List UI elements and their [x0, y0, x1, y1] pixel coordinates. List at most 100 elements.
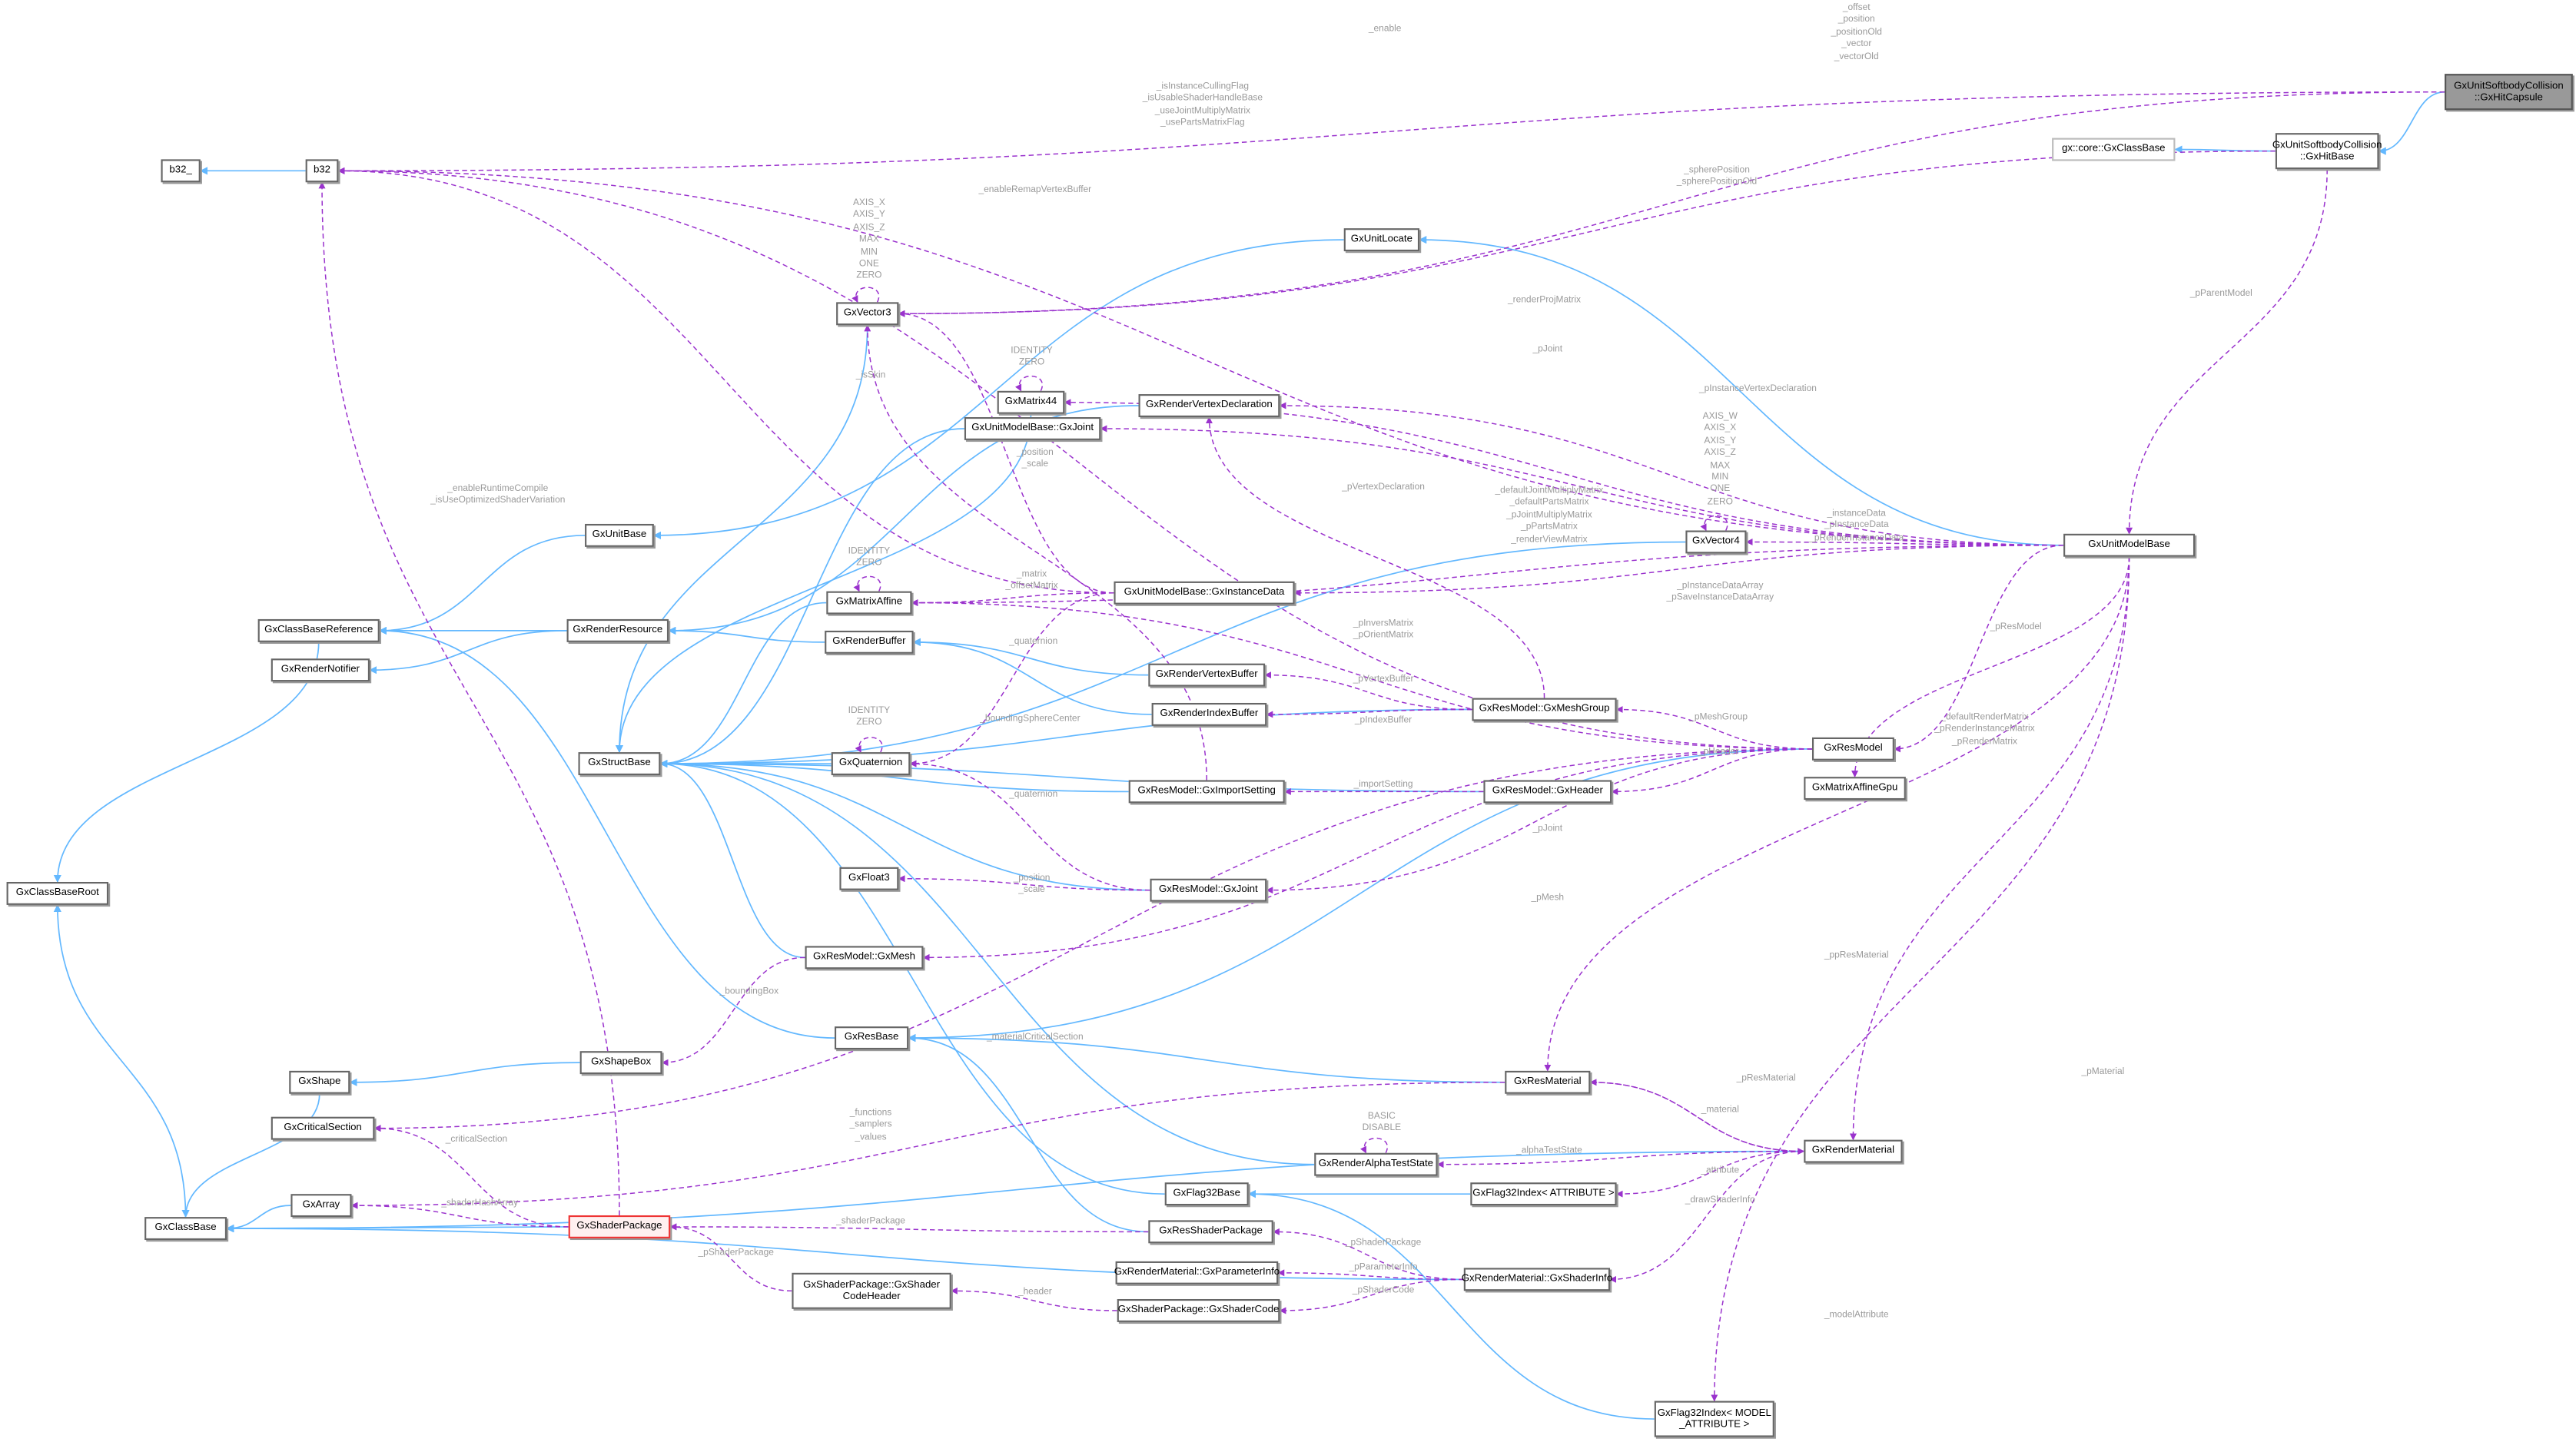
edge-label: _pJoint [1532, 344, 1563, 355]
inheritance-edge [659, 759, 1150, 891]
class-node-vector4[interactable]: GxVector4 [1685, 530, 1747, 554]
inheritance-edge [378, 626, 835, 1039]
edge-label: AXIS_X AXIS_Y AXIS_Z MAX MIN ONE ZERO [852, 198, 885, 282]
inheritance-edge [908, 748, 1812, 1043]
edge-label: _importSetting [1353, 780, 1413, 791]
class-node-class-base-ref[interactable]: GxClassBaseReference [257, 618, 380, 642]
usage-edge [1272, 1228, 1464, 1281]
class-node-matrix44[interactable]: GxMatrix44 [997, 390, 1065, 414]
inheritance-edge [652, 239, 1344, 540]
class-node-hit-capsule[interactable]: GxUnitSoftbodyCollision ::GxHitCapsule [2445, 74, 2573, 111]
class-node-float3[interactable]: GxFloat3 [839, 867, 899, 890]
class-node-quaternion[interactable]: GxQuaternion [831, 752, 911, 776]
class-node-res-base[interactable]: GxResBase [835, 1026, 909, 1050]
class-node-vertex-decl[interactable]: GxRenderVertexDeclaration [1138, 394, 1280, 418]
usage-edge [1611, 748, 1812, 795]
class-node-render-notifier[interactable]: GxRenderNotifier [271, 658, 370, 682]
edge-label: _pMeshGroup [1689, 712, 1748, 723]
class-node-index-buffer[interactable]: GxRenderIndexBuffer [1151, 702, 1267, 726]
class-node-flag32-base[interactable]: GxFlag32Base [1164, 1182, 1249, 1206]
usage-edge [911, 592, 1114, 607]
class-node-struct-base[interactable]: GxStructBase [578, 752, 661, 776]
inheritance-edge [181, 1093, 320, 1218]
class-node-core-class-base[interactable]: gx::core::GxClassBase [2052, 138, 2176, 161]
usage-edge [1279, 402, 2064, 546]
usage-edge [1544, 556, 2130, 1072]
edge-label: _pResMaterial [1736, 1074, 1796, 1084]
edge-label: IDENTITY ZERO [848, 706, 891, 728]
class-node-alpha-test[interactable]: GxRenderAlphaTestState [1314, 1152, 1438, 1176]
class-node-header[interactable]: GxResModel::GxHeader [1483, 780, 1612, 804]
class-node-b32[interactable]: b32_ [161, 159, 201, 183]
edge-label: IDENTITY ZERO [1011, 346, 1053, 369]
class-node-shader-info[interactable]: GxRenderMaterial::GxShaderInfo [1462, 1268, 1612, 1291]
inheritance-edge [659, 541, 1686, 768]
usage-edge [1609, 1150, 1804, 1283]
class-node-res-shader-package[interactable]: GxResShaderPackage [1148, 1220, 1273, 1244]
class-node-res-material[interactable]: GxResMaterial [1505, 1070, 1591, 1094]
class-node-render-material[interactable]: GxRenderMaterial [1804, 1139, 1903, 1163]
usage-edge [1436, 1150, 1804, 1169]
class-node-render-buffer[interactable]: GxRenderBuffer [825, 630, 914, 654]
edge-label: _defaultRenderMatrix _pRenderInstanceMat… [1934, 712, 2035, 748]
inheritance-edge [908, 1033, 1149, 1233]
class-node-parameter-info[interactable]: GxRenderMaterial::GxParameterInfo [1114, 1261, 1280, 1285]
class-node-vertex-buffer[interactable]: GxRenderVertexBuffer [1148, 663, 1266, 687]
usage-edge [337, 167, 2064, 546]
inheritance-edge [659, 759, 1129, 793]
class-node-hit-base[interactable]: GxUnitSoftbodyCollision ::GxHitBase [2272, 133, 2382, 170]
edge-label: _ppResMaterial [1824, 950, 1889, 961]
class-node-unit-model-base[interactable]: GxUnitModelBase [2063, 533, 2196, 557]
class-node-class-base[interactable]: GxClassBase [144, 1217, 227, 1241]
class-node-critical-section[interactable]: GxCriticalSection [271, 1116, 375, 1140]
class-node-unit-locate[interactable]: GxUnitLocate [1343, 228, 1420, 252]
class-node-shape-box[interactable]: GxShapeBox [579, 1051, 662, 1075]
class-node-matrix-affine-gpu[interactable]: GxMatrixAffineGpu [1804, 777, 1906, 801]
edge-label: _position _scale [1013, 873, 1051, 896]
class-node-b32[interactable]: b32 [305, 159, 339, 183]
class-node-mesh-group[interactable]: GxResModel::GxMeshGroup [1472, 698, 1617, 721]
usage-edge [909, 760, 1150, 891]
class-node-import-setting[interactable]: GxResModel::GxImportSetting [1128, 780, 1285, 804]
inheritance-edge [1419, 235, 2064, 546]
edge-label: _pVertexBuffer [1353, 675, 1414, 685]
edge-label: _pMesh [1531, 893, 1565, 903]
usage-edge [853, 575, 881, 592]
usage-edge [337, 91, 2445, 174]
class-node-shape[interactable]: GxShape [289, 1070, 350, 1094]
edge-label: _modelAttribute [1824, 1310, 1889, 1321]
edge-label: _defaultJointMultiplyMatrix _defaultPart… [1495, 486, 1604, 545]
inheritance-edge [912, 638, 1152, 715]
edge-label: _pVertexDeclaration [1342, 482, 1425, 493]
inheritance-edge [659, 759, 1165, 1195]
edge-label: _drawShaderInfo [1685, 1195, 1755, 1206]
usage-edge [373, 1125, 569, 1228]
usage-edge [1266, 748, 1812, 894]
class-node-res-mesh[interactable]: GxResModel::GxMesh [805, 946, 924, 970]
edge-label: _functions _samplers _values [849, 1109, 892, 1143]
inheritance-edge [349, 1062, 580, 1086]
class-node-flag32-attr[interactable]: GxFlag32Index< ATTRIBUTE > [1470, 1182, 1617, 1206]
edge-label: _materialCriticalSection [986, 1033, 1084, 1043]
inheritance-edge [378, 535, 586, 635]
class-node-shader-code[interactable]: GxShaderPackage::GxShaderCode [1117, 1298, 1280, 1322]
usage-edge [1266, 708, 1472, 718]
class-node-array[interactable]: GxArray [290, 1194, 352, 1218]
class-node-class-base-root[interactable]: GxClassBaseRoot [6, 881, 109, 905]
inheritance-edge [668, 626, 825, 643]
class-node-render-resource[interactable]: GxRenderResource [566, 618, 669, 642]
class-node-res-joint[interactable]: GxResModel::GxJoint [1150, 878, 1267, 902]
class-node-matrix-affine[interactable]: GxMatrixAffine [826, 591, 912, 615]
edge-label: _pShaderPackage [1345, 1238, 1422, 1248]
class-node-instance-data[interactable]: GxUnitModelBase::GxInstanceData [1114, 581, 1295, 605]
class-node-res-model[interactable]: GxResModel [1811, 737, 1894, 761]
class-node-unit-base[interactable]: GxUnitBase [585, 523, 654, 547]
class-node-vector3[interactable]: GxVector3 [836, 302, 899, 326]
class-node-shader-package[interactable]: GxShaderPackage [568, 1215, 671, 1238]
usage-edge [669, 1223, 792, 1292]
class-node-shader-code-header[interactable]: GxShaderPackage::GxShader CodeHeader [792, 1272, 951, 1309]
class-node-flag32-model[interactable]: GxFlag32Index< MODEL _ATTRIBUTE > [1654, 1401, 1774, 1437]
class-node-umb-joint[interactable]: GxUnitModelBase::GxJoint [964, 417, 1101, 440]
